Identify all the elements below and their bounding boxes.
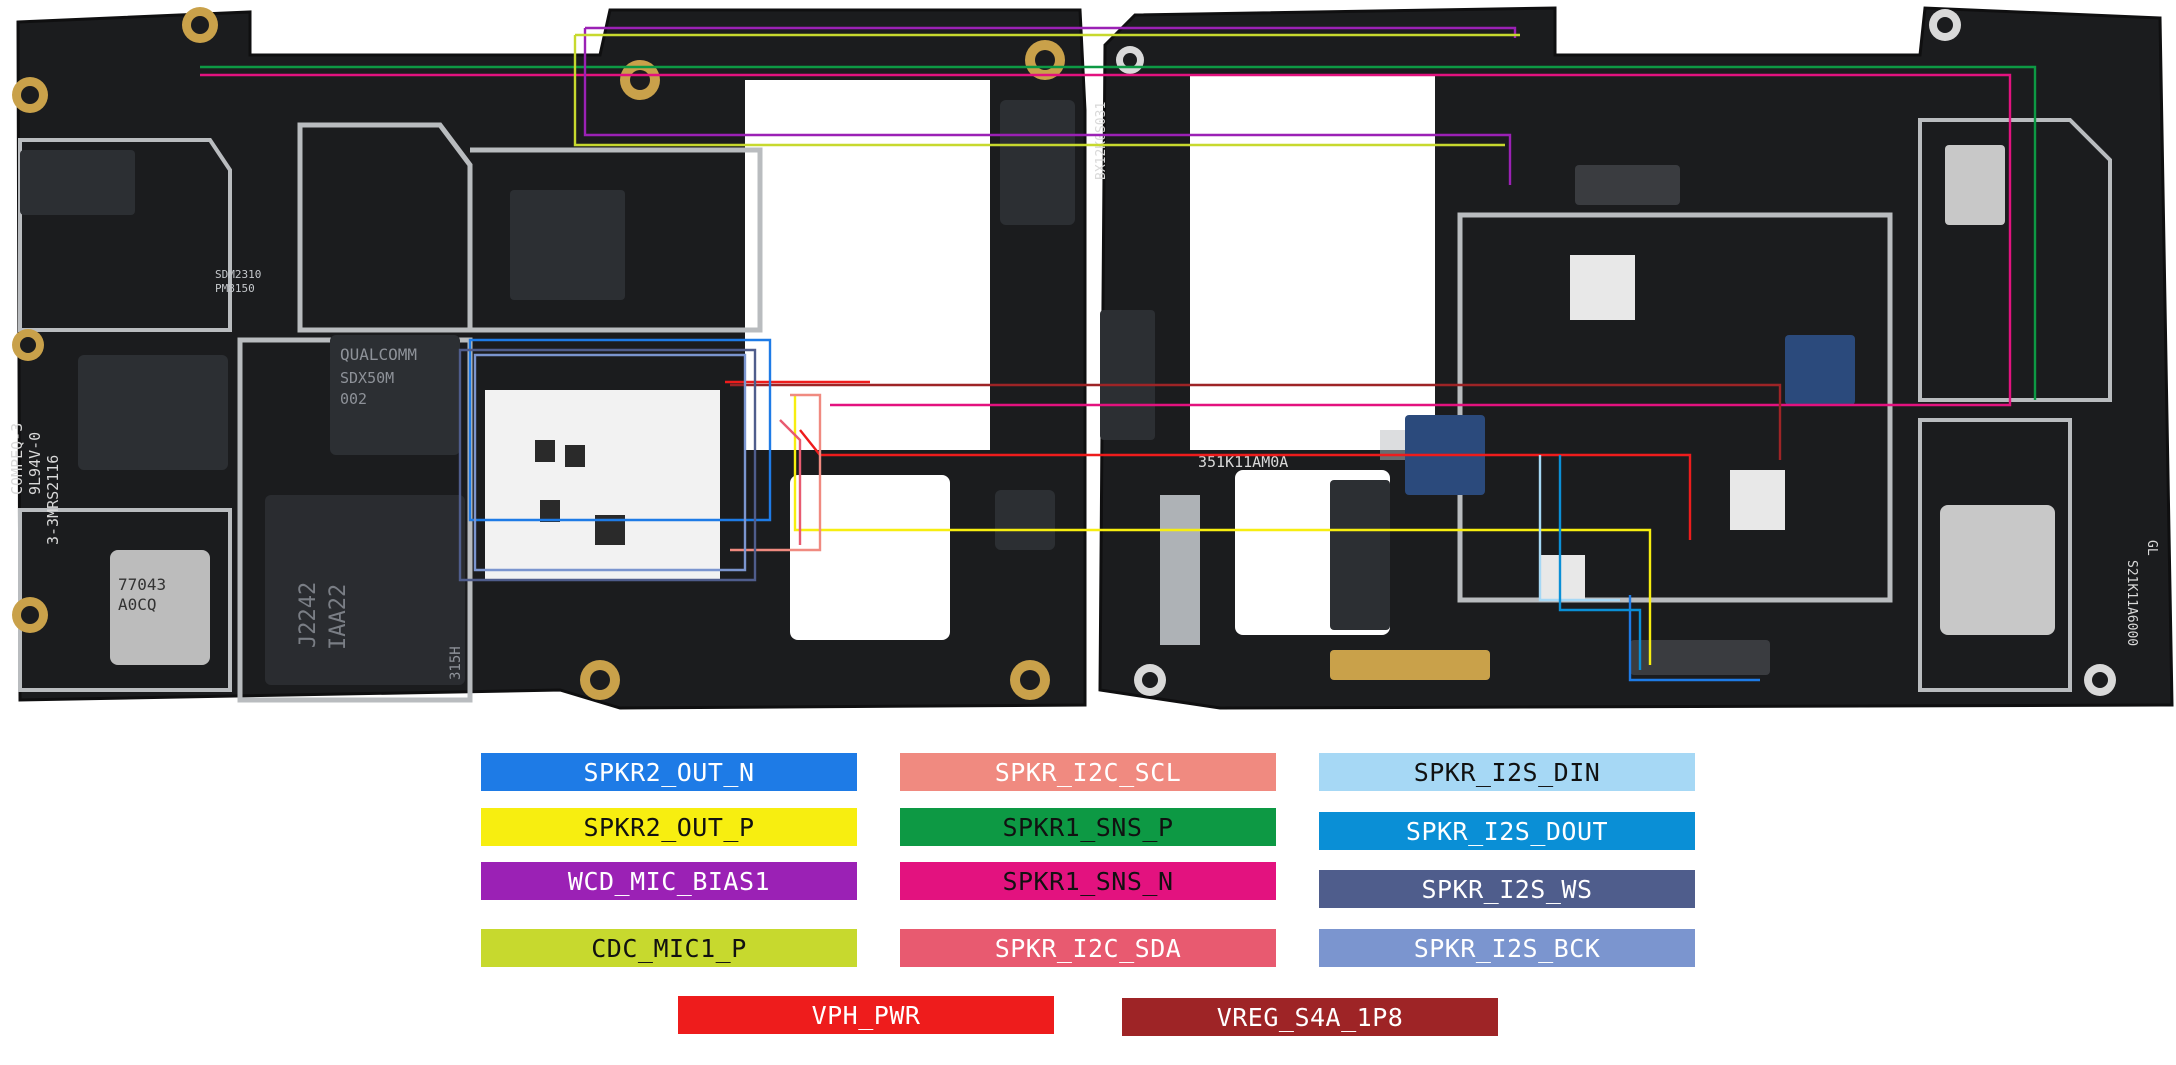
trace-spkr1-sns-n	[200, 73, 2012, 407]
legend-spkr1-sns-p: SPKR1_SNS_P	[900, 808, 1276, 846]
legend-spkr-i2s-din: SPKR_I2S_DIN	[1319, 753, 1695, 791]
left-board: COMPEQ-3 9L94V-0 3-3MRS2116 QUALCOMM SDX…	[8, 7, 1087, 710]
pcb-diagram: COMPEQ-3 9L94V-0 3-3MRS2116 QUALCOMM SDX…	[8, 6, 2174, 710]
trace-spkr2-out-n	[468, 338, 1760, 682]
silk-351k11am0a: 351K11AM0A	[1198, 453, 1288, 471]
silk-j2242: J2242	[296, 582, 321, 648]
silk-3mrs: 3-3MRS2116	[44, 455, 62, 545]
legend-spkr-i2c-sda: SPKR_I2C_SDA	[900, 929, 1276, 967]
trace-cdc-mic1-p	[573, 33, 1520, 147]
silk-002: 002	[340, 390, 367, 408]
legend-cdc-mic1-p: CDC_MIC1_P	[481, 929, 857, 967]
silk-315h: 315H	[448, 646, 464, 680]
legend-spkr-i2s-ws: SPKR_I2S_WS	[1319, 870, 1695, 908]
legend-spkr2-out-p: SPKR2_OUT_P	[481, 808, 857, 846]
silk-iaa22: IAA22	[326, 584, 351, 650]
legend-spkr-i2s-bck: SPKR_I2S_BCK	[1319, 929, 1695, 967]
legend-vreg-s4a-1p8: VREG_S4A_1P8	[1122, 998, 1498, 1036]
trace-spkr-i2s-bck	[473, 353, 747, 572]
silk-qualcomm: QUALCOMM	[340, 345, 417, 364]
silk-compeq: COMPEQ-3	[8, 423, 26, 495]
silk-bx12k0s031: BX12K0S031	[1094, 102, 1109, 180]
legend-spkr-i2c-scl: SPKR_I2C_SCL	[900, 753, 1276, 791]
right-board: 351K11AM0A BX12K0S031 S21K11A6000 GL	[1094, 6, 2174, 710]
legend-vph-pwr: VPH_PWR	[678, 996, 1054, 1034]
trace-vreg-s4a	[730, 383, 1782, 460]
silk-9l94v: 9L94V-0	[26, 432, 44, 495]
silk-pm8150: PM8150	[215, 282, 255, 295]
legend-spkr-i2s-dout: SPKR_I2S_DOUT	[1319, 812, 1695, 850]
trace-spkr1-sns-p	[200, 65, 2037, 400]
legend-spkr1-sns-n: SPKR1_SNS_N	[900, 862, 1276, 900]
legend-spkr2-out-n: SPKR2_OUT_N	[481, 753, 857, 791]
silk-gl: GL	[2144, 540, 2159, 556]
trace-spkr-i2s-dout	[1558, 455, 1642, 670]
trace-spkr-i2c-sda	[779, 419, 802, 545]
trace-spkr-i2s-din	[1538, 455, 1620, 602]
silk-s21k11a6000: S21K11A6000	[2124, 560, 2139, 646]
trace-vph-pwr	[725, 380, 1692, 540]
trace-spkr-i2s-ws	[458, 348, 757, 582]
trace-spkr-i2c-scl	[730, 393, 822, 552]
silk-77043: 77043	[118, 575, 166, 594]
net-traces	[200, 26, 2037, 682]
silk-sdm2310: SDM2310	[215, 268, 261, 281]
legend-wcd-mic-bias1: WCD_MIC_BIAS1	[481, 862, 857, 900]
silk-a0cq: A0CQ	[118, 595, 157, 614]
silk-sdx50m: SDX50M	[340, 369, 394, 387]
trace-spkr2-out-p	[793, 395, 1652, 665]
